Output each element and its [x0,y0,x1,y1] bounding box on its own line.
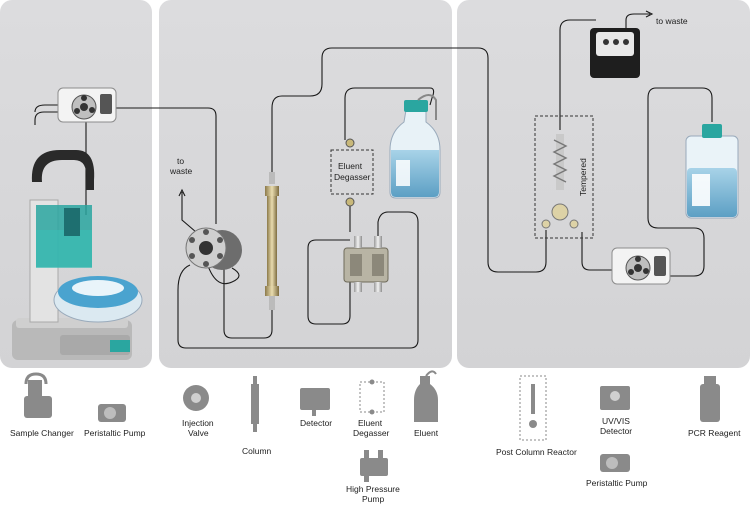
legend-peristaltic-pump-icon [98,404,126,422]
legend-column-label: Column [242,446,272,456]
svg-text:waste: waste [169,166,192,176]
high-pressure-pump-icon [343,236,389,292]
legend-eluent-label: Eluent [414,428,439,438]
legend-eluent-degasser-label-1: Eluent [358,418,383,428]
legend-peristaltic-pump-2-label: Peristaltic Pump [586,478,648,488]
legend-post-column-reactor-icon [519,375,547,441]
legend: Sample Changer Peristaltic Pump Injectio… [10,370,741,504]
legend-eluent-degasser-icon [359,379,385,415]
legend-sample-changer-label: Sample Changer [10,428,74,438]
column-icon [265,172,279,310]
injection-valve-icon [185,227,242,270]
legend-column-icon [251,376,259,432]
peristaltic-pump-icon [57,87,117,123]
legend-peristaltic-pump-2-icon [600,454,630,472]
eluent-degasser-icon [330,138,374,207]
legend-detector-icon [300,388,330,416]
to-waste-label-left: to [177,156,184,166]
legend-high-pressure-pump-icon [360,450,388,482]
legend-high-pressure-pump-label-1: High Pressure [346,484,400,494]
to-waste-label-right: to waste [656,16,688,26]
pcr-reagent-bottle-icon [685,124,739,219]
svg-text:Degasser: Degasser [334,172,371,182]
uvvis-detector-icon [590,28,640,78]
legend-sample-changer-icon [24,372,52,418]
tempered-label: Tempered [578,158,588,196]
legend-uvvis-detector-label-1: UV/VIS [602,416,630,426]
legend-detector-label: Detector [300,418,332,428]
legend-eluent-degasser-label-2: Degasser [353,428,390,438]
legend-eluent-icon [414,370,438,422]
legend-uvvis-detector-label-2: Detector [600,426,632,436]
legend-injection-valve-label-2: Valve [188,428,209,438]
post-column-reactor-icon [534,115,594,239]
eluent-degasser-inline-label: Eluent [338,161,363,171]
legend-injection-valve-icon [183,385,209,411]
legend-injection-valve-label-1: Injection [182,418,214,428]
legend-pcr-reagent-icon [700,376,720,422]
legend-uvvis-detector-icon [600,386,630,410]
legend-post-column-reactor-label: Post Column Reactor [496,447,577,457]
legend-peristaltic-pump-label: Peristaltic Pump [84,428,146,438]
legend-high-pressure-pump-label-2: Pump [362,494,384,504]
legend-pcr-reagent-label: PCR Reagent [688,428,741,438]
peristaltic-pump-2-icon [611,247,671,285]
sample-changer-icon [12,150,143,360]
eluent-bottle-icon [389,94,441,199]
